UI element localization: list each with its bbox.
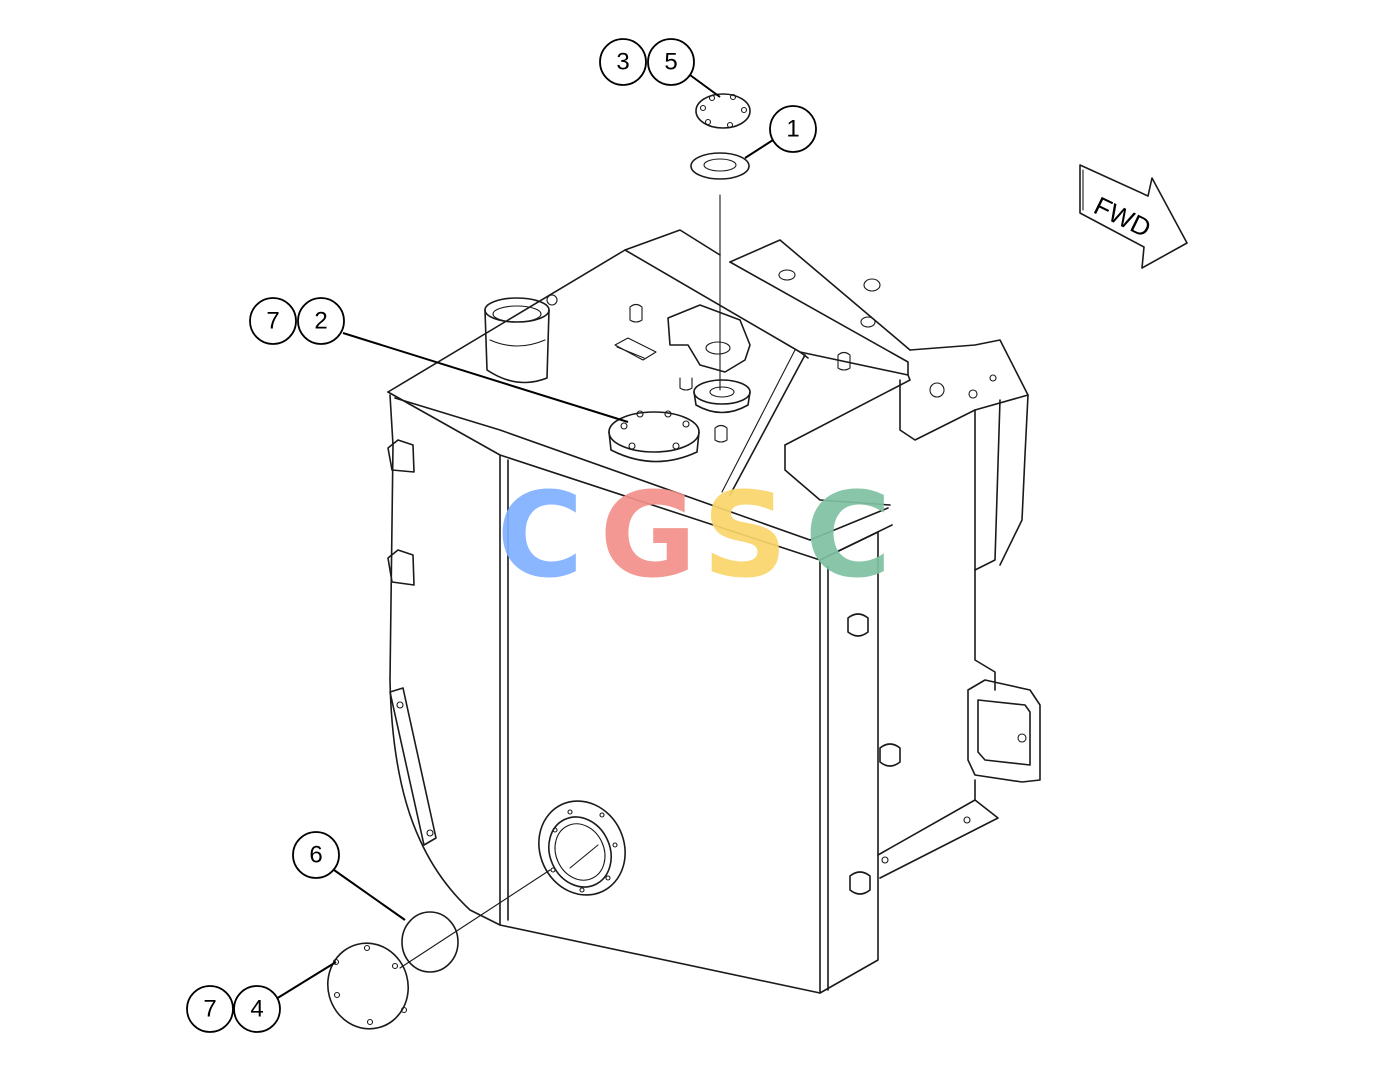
side-cover-plate — [326, 942, 410, 1030]
leader-lines — [275, 74, 774, 1000]
callout-7-top: 7 — [249, 297, 297, 345]
cgsc-watermark: C G S C — [497, 466, 892, 604]
exploded-parts — [326, 93, 751, 1030]
top-gasket — [690, 152, 750, 180]
side-gasket — [401, 911, 459, 973]
filler-neck — [484, 294, 558, 384]
watermark-letter-s: S — [703, 466, 788, 604]
side-features — [387, 439, 901, 896]
svg-text:6: 6 — [309, 842, 322, 869]
svg-text:1: 1 — [786, 116, 799, 143]
watermark-letter-c2: C — [805, 466, 892, 604]
callout-7-bottom: 7 — [186, 985, 234, 1033]
svg-text:7: 7 — [266, 308, 279, 335]
watermark-letter-c1: C — [497, 466, 584, 604]
callout-1: 1 — [769, 105, 817, 153]
svg-text:2: 2 — [314, 308, 327, 335]
svg-text:7: 7 — [203, 996, 216, 1023]
svg-text:5: 5 — [664, 49, 677, 76]
callout-6: 6 — [292, 831, 340, 879]
top-fittings — [608, 303, 851, 463]
callout-5: 5 — [647, 38, 695, 86]
watermark-letter-g: G — [600, 466, 697, 604]
svg-text:4: 4 — [250, 996, 263, 1023]
rear-bracket — [778, 269, 1041, 879]
top-cover-plate — [695, 93, 751, 129]
callout-2: 2 — [297, 297, 345, 345]
fwd-arrow: FWD — [1079, 164, 1188, 269]
svg-text:3: 3 — [616, 49, 629, 76]
callout-3: 3 — [599, 38, 647, 86]
callout-4: 4 — [233, 985, 281, 1033]
